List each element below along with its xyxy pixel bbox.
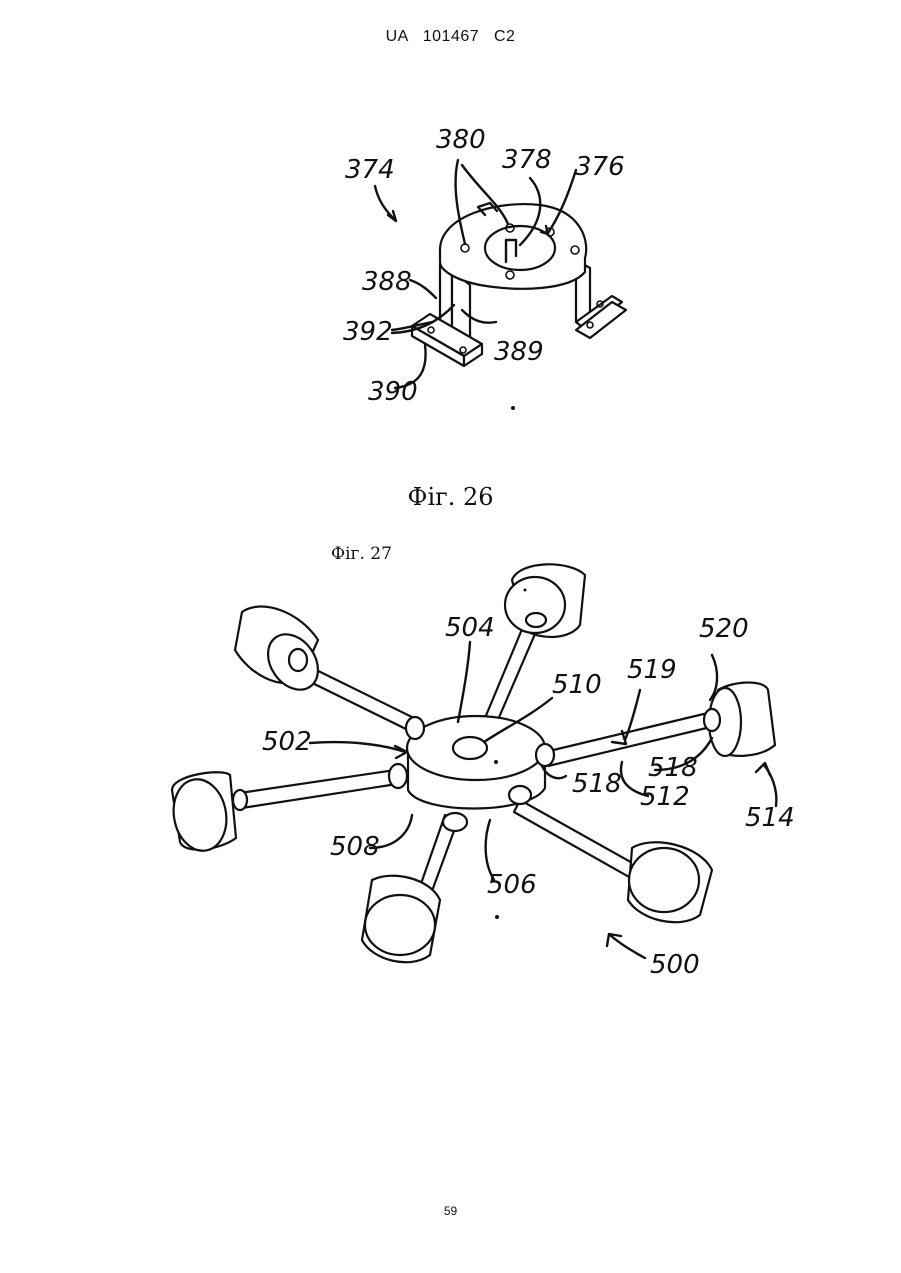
ref-label: 519: [627, 655, 677, 685]
weight: [505, 564, 585, 637]
ref-label: 520: [699, 614, 749, 644]
ref-label: 376: [575, 152, 625, 182]
ref-label: 518: [572, 769, 622, 799]
ref-label: 518: [648, 753, 698, 783]
hub-hole: [453, 737, 487, 759]
figure-27-caption: Фіг. 27: [331, 544, 392, 564]
rod: [240, 770, 397, 808]
weight: [628, 842, 712, 922]
ref-label: 510: [552, 670, 602, 700]
leader-374: [375, 186, 395, 220]
ref-label: 506: [487, 870, 537, 900]
ref-label: 512: [640, 782, 690, 812]
ref-label: 502: [262, 727, 312, 757]
ref-label: 389: [494, 337, 544, 367]
ref-label: 374: [345, 155, 395, 185]
ref-label: 378: [502, 145, 552, 175]
ref-label: 392: [343, 317, 393, 347]
ref-label: 514: [745, 803, 795, 833]
ref-label: 504: [445, 613, 495, 643]
ref-label: 388: [362, 267, 412, 297]
ref-label: 390: [368, 377, 418, 407]
ref-label: 508: [330, 832, 380, 862]
page-number: 59: [0, 1204, 901, 1218]
ref-label: 500: [650, 950, 700, 980]
weight: [235, 607, 328, 700]
weight: [362, 876, 440, 962]
ref-label: 380: [436, 125, 486, 155]
weight: [168, 772, 236, 855]
figure-26-caption: Фіг. 26: [0, 483, 901, 511]
